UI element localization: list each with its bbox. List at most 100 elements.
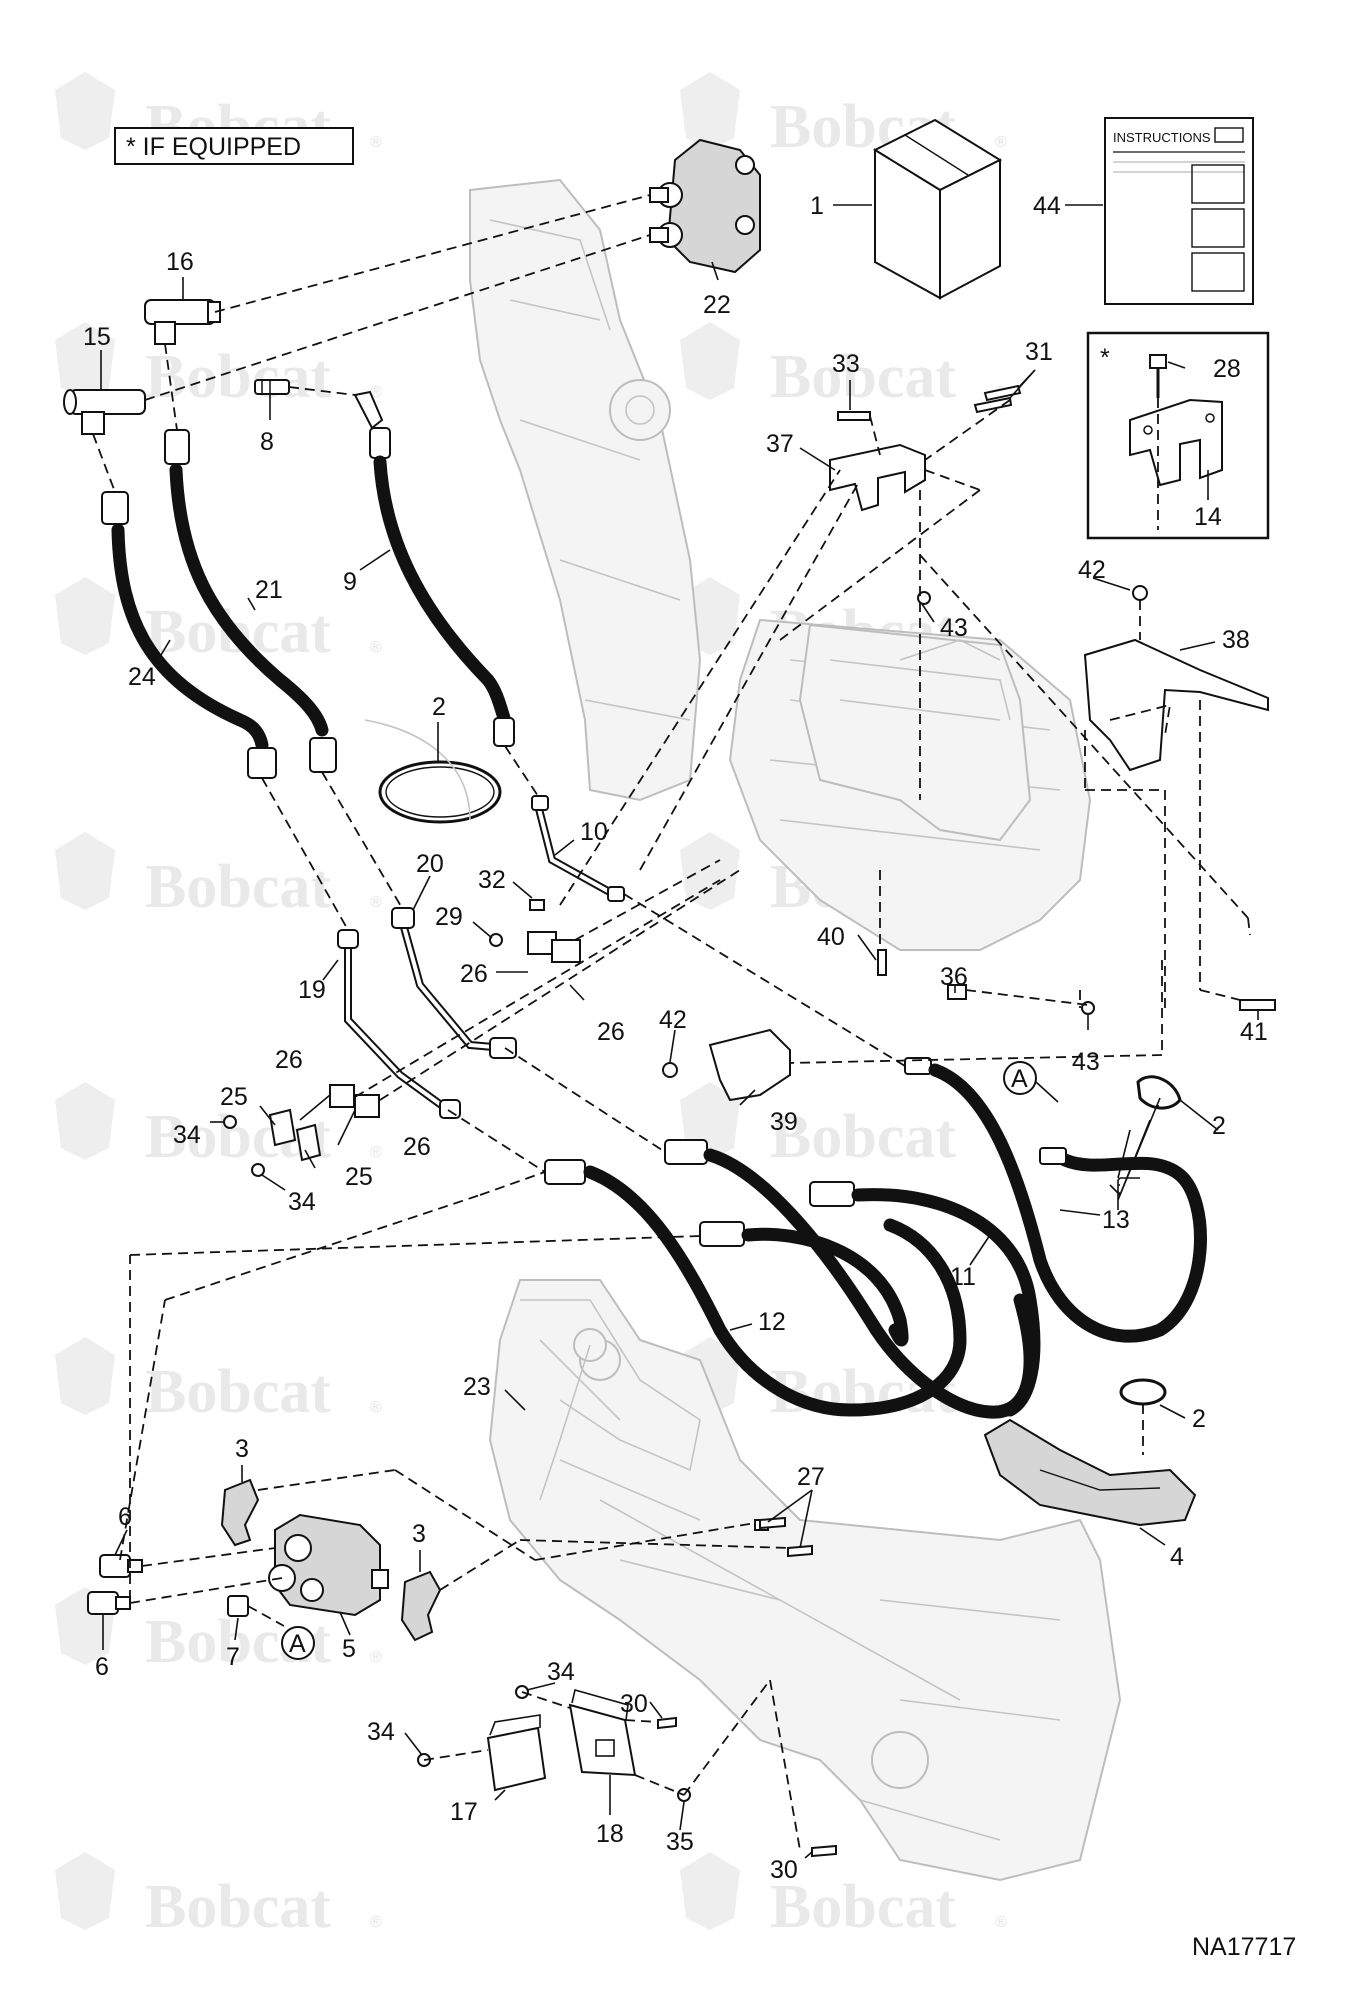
if-equipped-text: * IF EQUIPPED [126, 133, 301, 161]
hose-part-12 [544, 1159, 967, 1417]
watermark-text: Bobcat [770, 343, 956, 411]
watermark-text: Bobcat [145, 853, 331, 921]
tee-fitting-part-15 [63, 389, 146, 435]
watermark-text: Bobcat [145, 343, 331, 411]
inset-if-equipped-box: * [1086, 331, 1270, 540]
fitting-part-6-lower [87, 1591, 131, 1615]
callout-a-text-upper: A [1011, 1065, 1028, 1093]
hose-part-24 [101, 491, 277, 779]
hose-part-11 [699, 1181, 1041, 1417]
part-label-20: 20 [416, 850, 444, 878]
part-label-3-a: 3 [235, 1435, 249, 1463]
leader-lines [100, 204, 1259, 1210]
part-label-34-c: 34 [547, 1658, 575, 1686]
callout-a-lower: A [281, 1626, 315, 1660]
part-label-19: 19 [298, 976, 326, 1004]
part-label-2-a: 2 [432, 693, 446, 721]
adapter-part-8 [254, 379, 290, 395]
part-label-41: 41 [1240, 1018, 1268, 1046]
part-label-25-b: 25 [345, 1163, 373, 1191]
instructions-title: INSTRUCTIONS [1113, 130, 1211, 145]
part-label-31: 31 [1025, 338, 1053, 366]
part-label-2-c: 2 [1192, 1405, 1206, 1433]
part-label-30-a: 30 [620, 1690, 648, 1718]
bobcat-watermark: Bobcat ® [55, 832, 382, 921]
part-label-26-a: 26 [460, 960, 488, 988]
part-label-5: 5 [342, 1635, 356, 1663]
watermark-text: Bobcat [145, 1873, 331, 1941]
bracket-part-38 [1083, 638, 1269, 772]
tube-part-19 [337, 929, 461, 1119]
part-label-43-b: 43 [1072, 1048, 1100, 1076]
assembly-dashed-lines [92, 194, 1251, 1851]
watermark-text: Bobcat [145, 1358, 331, 1426]
part-label-9: 9 [343, 568, 357, 596]
bracket-part-37 [829, 443, 926, 512]
part-label-30-b: 30 [770, 1856, 798, 1884]
bracket-part-17 [486, 1714, 547, 1792]
part-label-6-a: 6 [118, 1503, 132, 1531]
part-label-39: 39 [770, 1108, 798, 1136]
part-label-29: 29 [435, 903, 463, 931]
part-label-18: 18 [596, 1820, 624, 1848]
tube-part-20 [391, 907, 517, 1059]
callout-a-text-lower: A [289, 1630, 306, 1658]
inset-asterisk: * [1100, 344, 1110, 372]
bobcat-logo-icon [55, 322, 115, 400]
part-label-15: 15 [83, 323, 111, 351]
part-label-22: 22 [703, 291, 731, 319]
battery-bracket [798, 623, 1032, 842]
watermark-registered: ® [370, 1399, 382, 1416]
part-label-27: 27 [797, 1463, 825, 1491]
guard-part-3-right [400, 1570, 442, 1642]
part-label-40: 40 [817, 923, 845, 951]
bobcat-logo-icon [55, 72, 115, 150]
kit-box-part-1 [872, 118, 1003, 300]
part-label-14: 14 [1194, 503, 1222, 531]
part-label-28: 28 [1213, 355, 1241, 383]
part-label-38: 38 [1222, 626, 1250, 654]
quick-coupler-block-part-22 [649, 138, 761, 274]
instructions-sheet-part-44: INSTRUCTIONS [1104, 117, 1254, 305]
bobcat-watermark: Bobcat ® [680, 1852, 1007, 1941]
bobcat-watermark: Bobcat® [55, 322, 382, 411]
part-label-44: 44 [1033, 192, 1061, 220]
bobcat-watermark: Bobcat ® [55, 1337, 382, 1426]
watermark-registered: ® [370, 1649, 382, 1666]
part-label-12: 12 [758, 1308, 786, 1336]
hose-part-9 [353, 390, 515, 747]
watermark-registered: ® [370, 894, 382, 911]
hose-part-21 [164, 429, 337, 773]
part-label-8: 8 [260, 428, 274, 456]
if-equipped-note: * IF EQUIPPED [114, 127, 354, 165]
tee-fitting-part-16 [144, 299, 221, 345]
watermark-registered: ® [370, 1914, 382, 1931]
bobcat-logo-icon [55, 1082, 115, 1160]
bobcat-logo-icon [55, 1337, 115, 1415]
part-label-13: 13 [1102, 1206, 1130, 1234]
bracket-part-39 [708, 1028, 791, 1102]
bobcat-logo-icon [680, 1852, 740, 1930]
callout-a-upper: A [1003, 1061, 1059, 1103]
hose-part-13 [904, 1057, 1207, 1343]
part-label-35: 35 [666, 1828, 694, 1856]
bobcat-logo-icon [55, 1852, 115, 1930]
part-label-25-a: 25 [220, 1083, 248, 1111]
watermark-text: Bobcat [770, 1873, 956, 1941]
guard-part-3-left [220, 1478, 260, 1547]
tube-part-10 [531, 795, 625, 902]
drawing-number: NA17717 [1192, 1933, 1296, 1961]
ghost-loader-arm-part-23 [520, 1299, 701, 1501]
watermark-registered: ® [995, 134, 1007, 151]
ghost-lift-arm [469, 178, 702, 802]
part-number-labels: 1 2 2 2 2 3 3 4 5 6 6 7 8 9 10 11 12 13 … [83, 192, 1268, 1884]
clamp-part-2-upper [364, 719, 502, 824]
watermark-registered: ® [995, 1914, 1007, 1931]
part-label-3-b: 3 [412, 1520, 426, 1548]
plug-part-7 [227, 1595, 249, 1617]
clip-part-26-lower [329, 1084, 380, 1118]
part-label-26-d: 26 [403, 1133, 431, 1161]
part-label-34-b: 34 [288, 1188, 316, 1216]
clamp-part-2-lower [1119, 1378, 1167, 1406]
